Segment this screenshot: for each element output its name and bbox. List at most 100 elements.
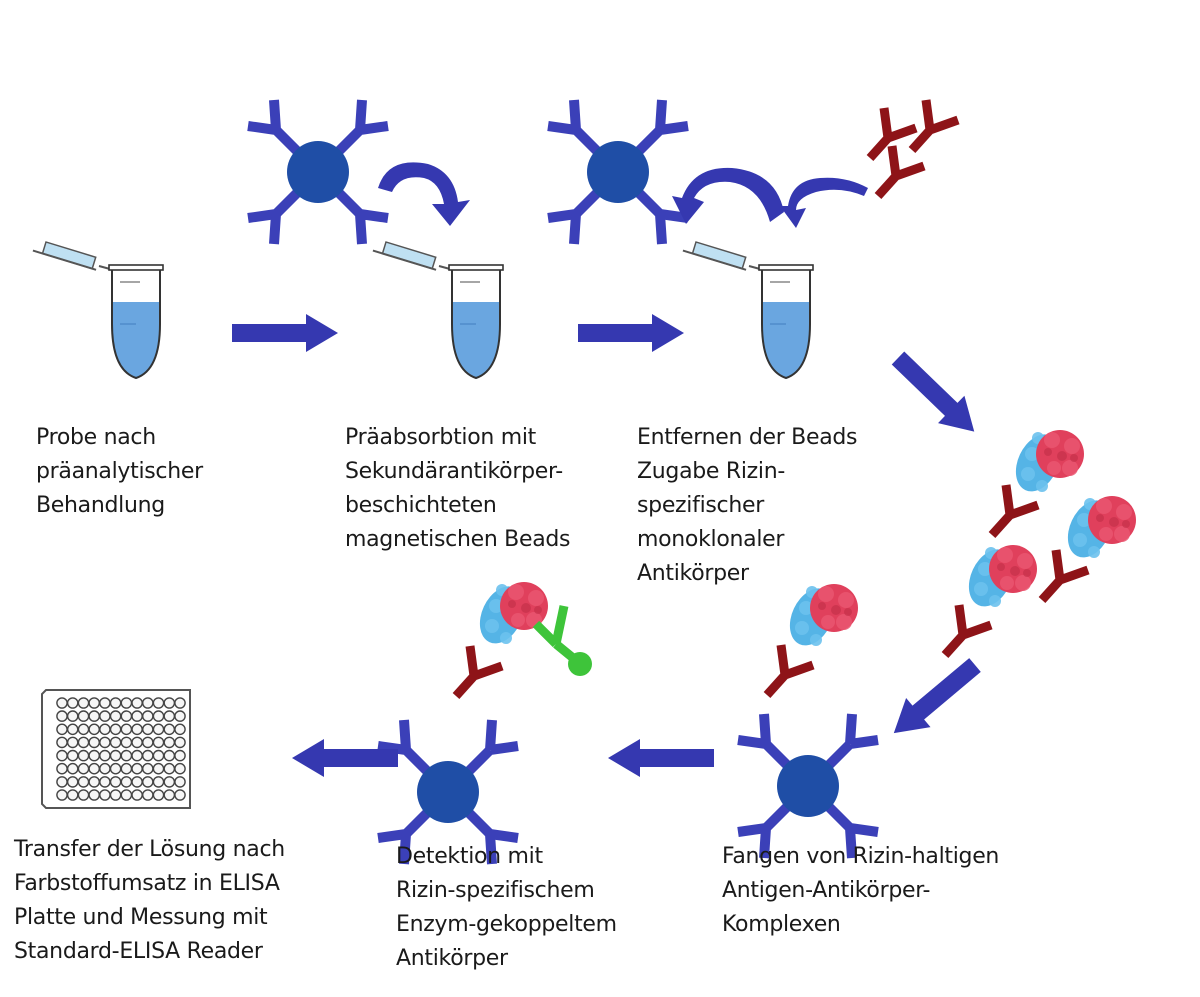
caption-line: Antikörper: [396, 946, 508, 971]
plate-well: [109, 762, 122, 775]
plate-well: [56, 697, 68, 709]
caption-line: Probe nach: [36, 425, 156, 450]
step-3-antibody-cluster-icon: [870, 100, 958, 196]
plate-well: [99, 762, 111, 775]
plate-well: [99, 749, 111, 762]
step-2-caption: Präabsorbtion mit Sekundärantikörper- be…: [345, 421, 571, 557]
flow-arrow-2-to-3: [578, 314, 684, 352]
plate-well: [141, 736, 154, 749]
plate-well: [109, 736, 122, 749]
plate-well: [66, 749, 79, 762]
step-6-caption: Transfer der Lösung nach Farbstoffumsatz…: [14, 833, 285, 969]
plate-well: [77, 697, 90, 709]
plate-well: [56, 736, 68, 749]
flow-arrow-4-to-5: [608, 739, 714, 777]
plate-well: [131, 697, 143, 709]
plate-well: [120, 723, 133, 736]
step-4-captured-complex-icon: [738, 581, 878, 858]
plate-well: [88, 762, 100, 775]
plate-well: [109, 776, 122, 788]
caption-line: monoklonaler: [637, 527, 785, 552]
plate-well: [120, 710, 133, 722]
plate-well: [109, 749, 122, 762]
caption-line: spezifischer: [637, 493, 764, 518]
plate-well: [66, 736, 79, 749]
plate-well: [174, 710, 186, 722]
step-6-elisa-plate-icon: [41, 689, 191, 809]
plate-well: [163, 723, 176, 736]
plate-well: [56, 776, 68, 788]
step-1-tube-icon: [31, 238, 164, 379]
plate-well: [174, 723, 186, 736]
plate-well: [174, 776, 186, 788]
plate-well: [131, 723, 143, 736]
plate-well: [141, 776, 154, 788]
step-2-tube-icon: [371, 238, 504, 379]
caption-line: Transfer der Lösung nach: [14, 837, 285, 862]
plate-well: [152, 749, 165, 762]
step-2-bead-icon: [248, 100, 388, 244]
plate-well: [77, 710, 90, 722]
plate-well: [120, 762, 133, 775]
caption-line: Fangen von Rizin-haltigen: [722, 844, 1000, 869]
caption-line: Sekundärantikörper-: [345, 459, 563, 484]
caption-line: Farbstoffumsatz in ELISA: [14, 871, 280, 896]
step-3-bead-icon: [548, 100, 688, 244]
step-4-caption: Fangen von Rizin-haltigen Antigen-Antikö…: [722, 840, 999, 942]
plate-well: [141, 762, 154, 775]
plate-well: [163, 736, 176, 749]
plate-well: [120, 749, 133, 762]
plate-well: [152, 723, 165, 736]
plate-well: [88, 776, 100, 788]
plate-well: [77, 776, 90, 788]
plate-well: [174, 789, 186, 801]
plate-well: [88, 723, 100, 736]
caption-line: Entfernen der Beads: [637, 425, 858, 450]
plate-well: [109, 723, 122, 736]
flow-arrow-complexes-to-4: [881, 650, 988, 748]
caption-line: Enzym-gekoppeltem: [396, 912, 617, 937]
step-3-curved-arrow-left-icon: [672, 167, 784, 224]
caption-line: Platte und Messung mit: [14, 905, 268, 930]
plate-well: [131, 749, 143, 762]
plate-well: [109, 697, 122, 709]
plate-well: [152, 776, 165, 788]
plate-well: [131, 762, 143, 775]
plate-well: [77, 789, 90, 801]
step-1-caption: Probe nach präanalytischer Behandlung: [36, 421, 203, 523]
plate-well: [56, 723, 68, 736]
plate-well: [66, 723, 79, 736]
plate-well: [56, 749, 68, 762]
plate-well: [56, 789, 68, 801]
enzyme-coupled-antibody-icon: [532, 605, 592, 676]
plate-well: [66, 697, 79, 709]
plate-well: [120, 776, 133, 788]
caption-line: beschichteten: [345, 493, 497, 518]
plate-well: [88, 789, 100, 801]
plate-well: [152, 736, 165, 749]
plate-well: [174, 762, 186, 775]
plate-well: [88, 736, 100, 749]
plate-well: [131, 776, 143, 788]
plate-well: [141, 697, 154, 709]
plate-well: [141, 710, 154, 722]
caption-line: Antikörper: [637, 561, 749, 586]
plate-well: [163, 749, 176, 762]
plate-well: [99, 723, 111, 736]
caption-line: Behandlung: [36, 493, 165, 518]
plate-well: [141, 749, 154, 762]
plate-well: [163, 789, 176, 801]
caption-line: Komplexen: [722, 912, 841, 937]
caption-line: Antigen-Antikörper-: [722, 878, 931, 903]
plate-well: [131, 736, 143, 749]
plate-well: [77, 723, 90, 736]
plate-well: [131, 789, 143, 801]
step-3-curved-arrow-right-icon: [780, 177, 868, 228]
plate-well: [66, 762, 79, 775]
plate-well: [163, 776, 176, 788]
plate-well: [152, 697, 165, 709]
flow-arrow-3-to-complexes: [884, 344, 988, 446]
step-3-caption: Entfernen der Beads Zugabe Rizin- spezif…: [637, 421, 858, 591]
step-3-tube-icon: [681, 238, 814, 379]
